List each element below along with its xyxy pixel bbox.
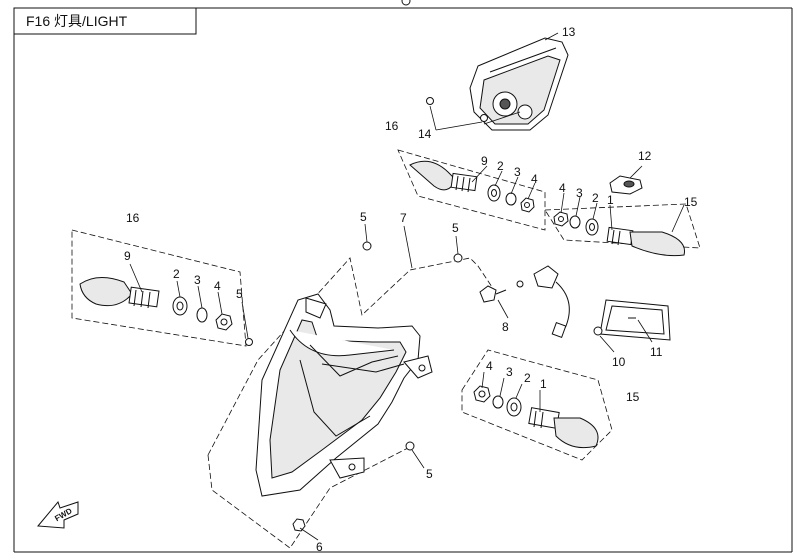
rear-light-bracket-12 [609,165,643,195]
callout-c7: 7 [400,211,407,225]
callout-c5d: 5 [426,467,433,481]
callout-c13: 13 [562,25,576,39]
callout-c15a: 15 [684,195,698,209]
callout-c4b: 4 [559,181,566,195]
callout-c11: 11 [650,345,663,359]
bolt-5-top [362,223,372,251]
callout-c10: 10 [612,355,626,369]
callout-c5b: 5 [360,210,367,224]
bolt-5-lower [405,441,425,469]
title-box: F16 灯具/LIGHT [13,7,197,35]
tail-light-assembly [469,32,569,131]
callout-c12: 12 [638,149,652,163]
callout-c16b: 16 [126,211,140,225]
turn-signal-group-right [544,192,701,257]
callout-c15b: 15 [626,390,640,404]
callout-c3d: 3 [506,365,513,379]
callout-c1b: 1 [607,193,614,207]
license-plate-light [593,299,671,353]
callout-c5c: 5 [452,221,459,235]
callout-c6: 6 [316,540,323,554]
tail-light-screws [426,97,521,131]
callout-c8: 8 [502,320,509,334]
callout-c2b: 2 [592,191,599,205]
turn-signal-group-left [71,229,247,347]
callout-c9a: 9 [481,154,488,168]
turn-signal-group-upper [397,149,546,231]
bulb-socket-8 [479,265,570,338]
headlight-assembly [207,257,495,549]
bolt-5-left [241,301,253,346]
callout-c14: 14 [418,127,432,141]
callout-c2a: 2 [497,159,504,173]
callout-c16a: 16 [385,119,399,133]
callout-c4a: 4 [531,172,538,186]
callout-c3b: 3 [576,186,583,200]
turn-signal-group-lower [461,349,613,461]
callout-c3c: 3 [194,273,201,287]
callout-c4d: 4 [486,359,493,373]
callout-c2d: 2 [524,371,531,385]
callout-c2c: 2 [173,267,180,281]
fwd-arrow-icon: FWD [36,500,79,529]
callout-c9b: 9 [124,249,131,263]
callout-c4c: 4 [214,279,221,293]
callout-c5a: 5 [236,287,243,301]
callout-c3a: 3 [514,165,521,179]
page-frame [13,0,793,553]
bolt-5-center [453,235,463,263]
nut-6 [292,518,319,541]
diagram-title: F16 灯具/LIGHT [26,13,128,29]
callout-c1d: 1 [540,377,547,391]
headlight-leader-7 [403,225,413,269]
